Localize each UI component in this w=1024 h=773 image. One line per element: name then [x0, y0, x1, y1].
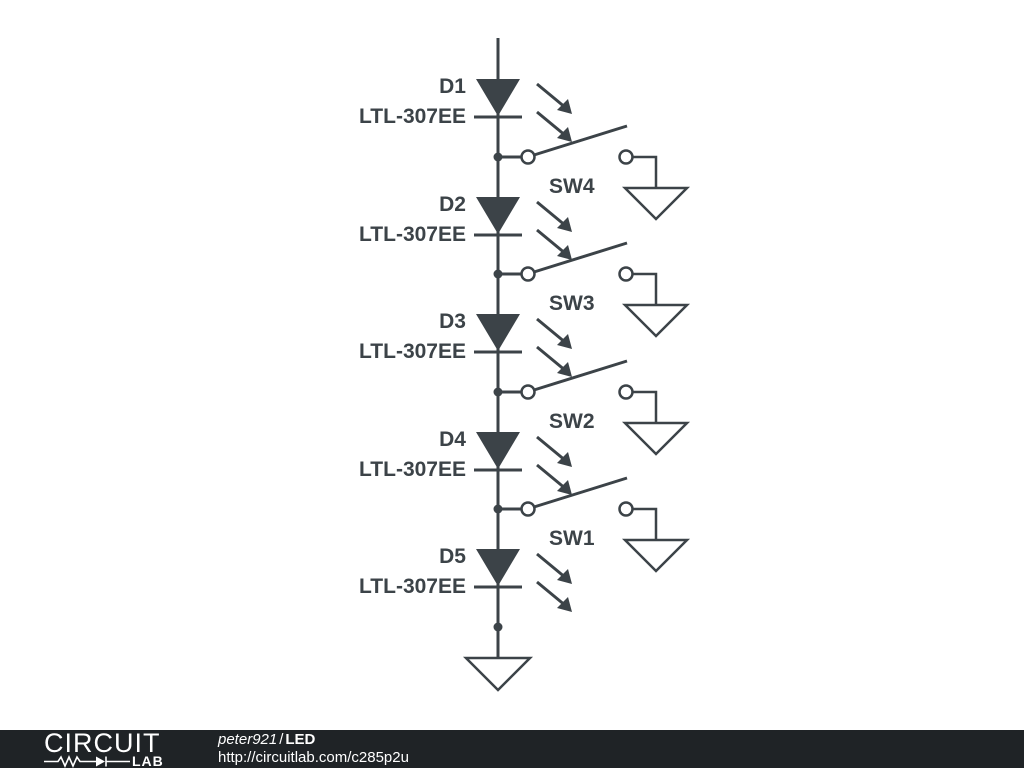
switch-group [493, 124, 691, 632]
diode-ref-d1: D1 [439, 75, 466, 98]
emission-arrow-upper-head [557, 334, 572, 349]
diode-group [474, 79, 572, 612]
emission-arrow-upper-shaft [536, 435, 567, 463]
switch-lever [533, 359, 628, 392]
footer-bar: CIRCUIT LAB peter921/LED http://circuitl… [0, 730, 1024, 768]
diode-ref-d3: D3 [439, 310, 466, 333]
diode-part-d5: LTL-307EE [359, 575, 466, 598]
switch-lever [533, 241, 628, 274]
diode-part-d3: LTL-307EE [359, 340, 466, 363]
switch-label-sw2: SW2 [549, 410, 595, 433]
emission-arrow-upper-shaft [536, 552, 567, 580]
led-d5-symbol [474, 549, 572, 612]
emission-arrow-upper-head [557, 569, 572, 584]
logo-resistor-diode-icon [44, 755, 130, 768]
led-d1-symbol [474, 79, 572, 142]
emission-arrow-lower-shaft [536, 463, 567, 491]
emission-arrow-lower-head [557, 245, 572, 260]
switch-contact-right [618, 149, 634, 165]
switch-lever [533, 124, 628, 157]
ground-lead [632, 390, 658, 423]
switch-contact-left [520, 501, 536, 517]
emission-arrow-lower-head [557, 480, 572, 495]
switch-sw4-symbol [493, 124, 691, 221]
ground-lead [632, 272, 658, 305]
author-line: peter921/LED [218, 731, 315, 748]
author-link[interactable]: peter921 [218, 731, 278, 748]
switch-contact-right [618, 501, 634, 517]
emission-arrow-upper-shaft [536, 200, 567, 228]
switch-sw2-symbol [493, 359, 691, 456]
emission-arrow-upper-head [557, 217, 572, 232]
logo-text-circuit: CIRCUIT [44, 728, 161, 758]
switch-contact-left [520, 384, 536, 400]
switch-lever [533, 476, 628, 509]
ground-symbol [621, 421, 691, 456]
diode-part-d1: LTL-307EE [359, 105, 466, 128]
switch-label-sw4: SW4 [549, 175, 595, 198]
switch-contact-right [618, 384, 634, 400]
ground-symbol [621, 538, 691, 573]
switch-sw3-symbol [493, 241, 691, 338]
emission-arrow-lower-shaft [536, 580, 567, 608]
diode-part-d4: LTL-307EE [359, 458, 466, 481]
ground-symbol [621, 186, 691, 221]
diode-triangle [476, 79, 520, 116]
led-d4-symbol [474, 432, 572, 495]
title-separator: / [279, 731, 284, 748]
emission-arrow-lower-shaft [536, 228, 567, 256]
schematic: D1 LTL-307EE D2 LTL-307EE D3 LTL-307EE D… [359, 38, 691, 692]
emission-arrow-upper-head [557, 99, 572, 114]
switch-label-sw3: SW3 [549, 292, 595, 315]
emission-arrow-upper-shaft [536, 82, 567, 110]
junction-dot-bottom [493, 622, 503, 632]
switch-contact-left [520, 149, 536, 165]
switch-contact-right [618, 266, 634, 282]
switch-label-sw1: SW1 [549, 527, 595, 550]
ground-symbol-main [462, 656, 534, 692]
led-d2-symbol [474, 197, 572, 260]
diode-ref-d2: D2 [439, 193, 466, 216]
emission-arrow-upper-shaft [536, 317, 567, 345]
emission-arrow-upper-head [557, 452, 572, 467]
diode-ref-d4: D4 [439, 428, 466, 451]
diode-triangle [476, 432, 520, 469]
logo-text-lab: LAB [132, 753, 164, 769]
switch-contact-left [520, 266, 536, 282]
emission-arrow-lower-head [557, 597, 572, 612]
ground-lead [632, 507, 658, 540]
emission-arrow-lower-head [557, 362, 572, 377]
led-d3-symbol [474, 314, 572, 377]
diode-part-d2: LTL-307EE [359, 223, 466, 246]
diode-triangle [476, 549, 520, 586]
logo: LAB [44, 753, 174, 769]
ground-lead [632, 155, 658, 188]
circuit-title: LED [285, 731, 316, 748]
diode-ref-d5: D5 [439, 545, 466, 568]
ground-symbol [621, 303, 691, 338]
emission-arrow-lower-head [557, 127, 572, 142]
emission-arrow-lower-shaft [536, 110, 567, 138]
emission-arrow-lower-shaft [536, 345, 567, 373]
diode-triangle [476, 314, 520, 351]
circuit-url[interactable]: http://circuitlab.com/c285p2u [218, 749, 409, 766]
diode-triangle [476, 197, 520, 234]
switch-sw1-symbol [493, 476, 691, 573]
